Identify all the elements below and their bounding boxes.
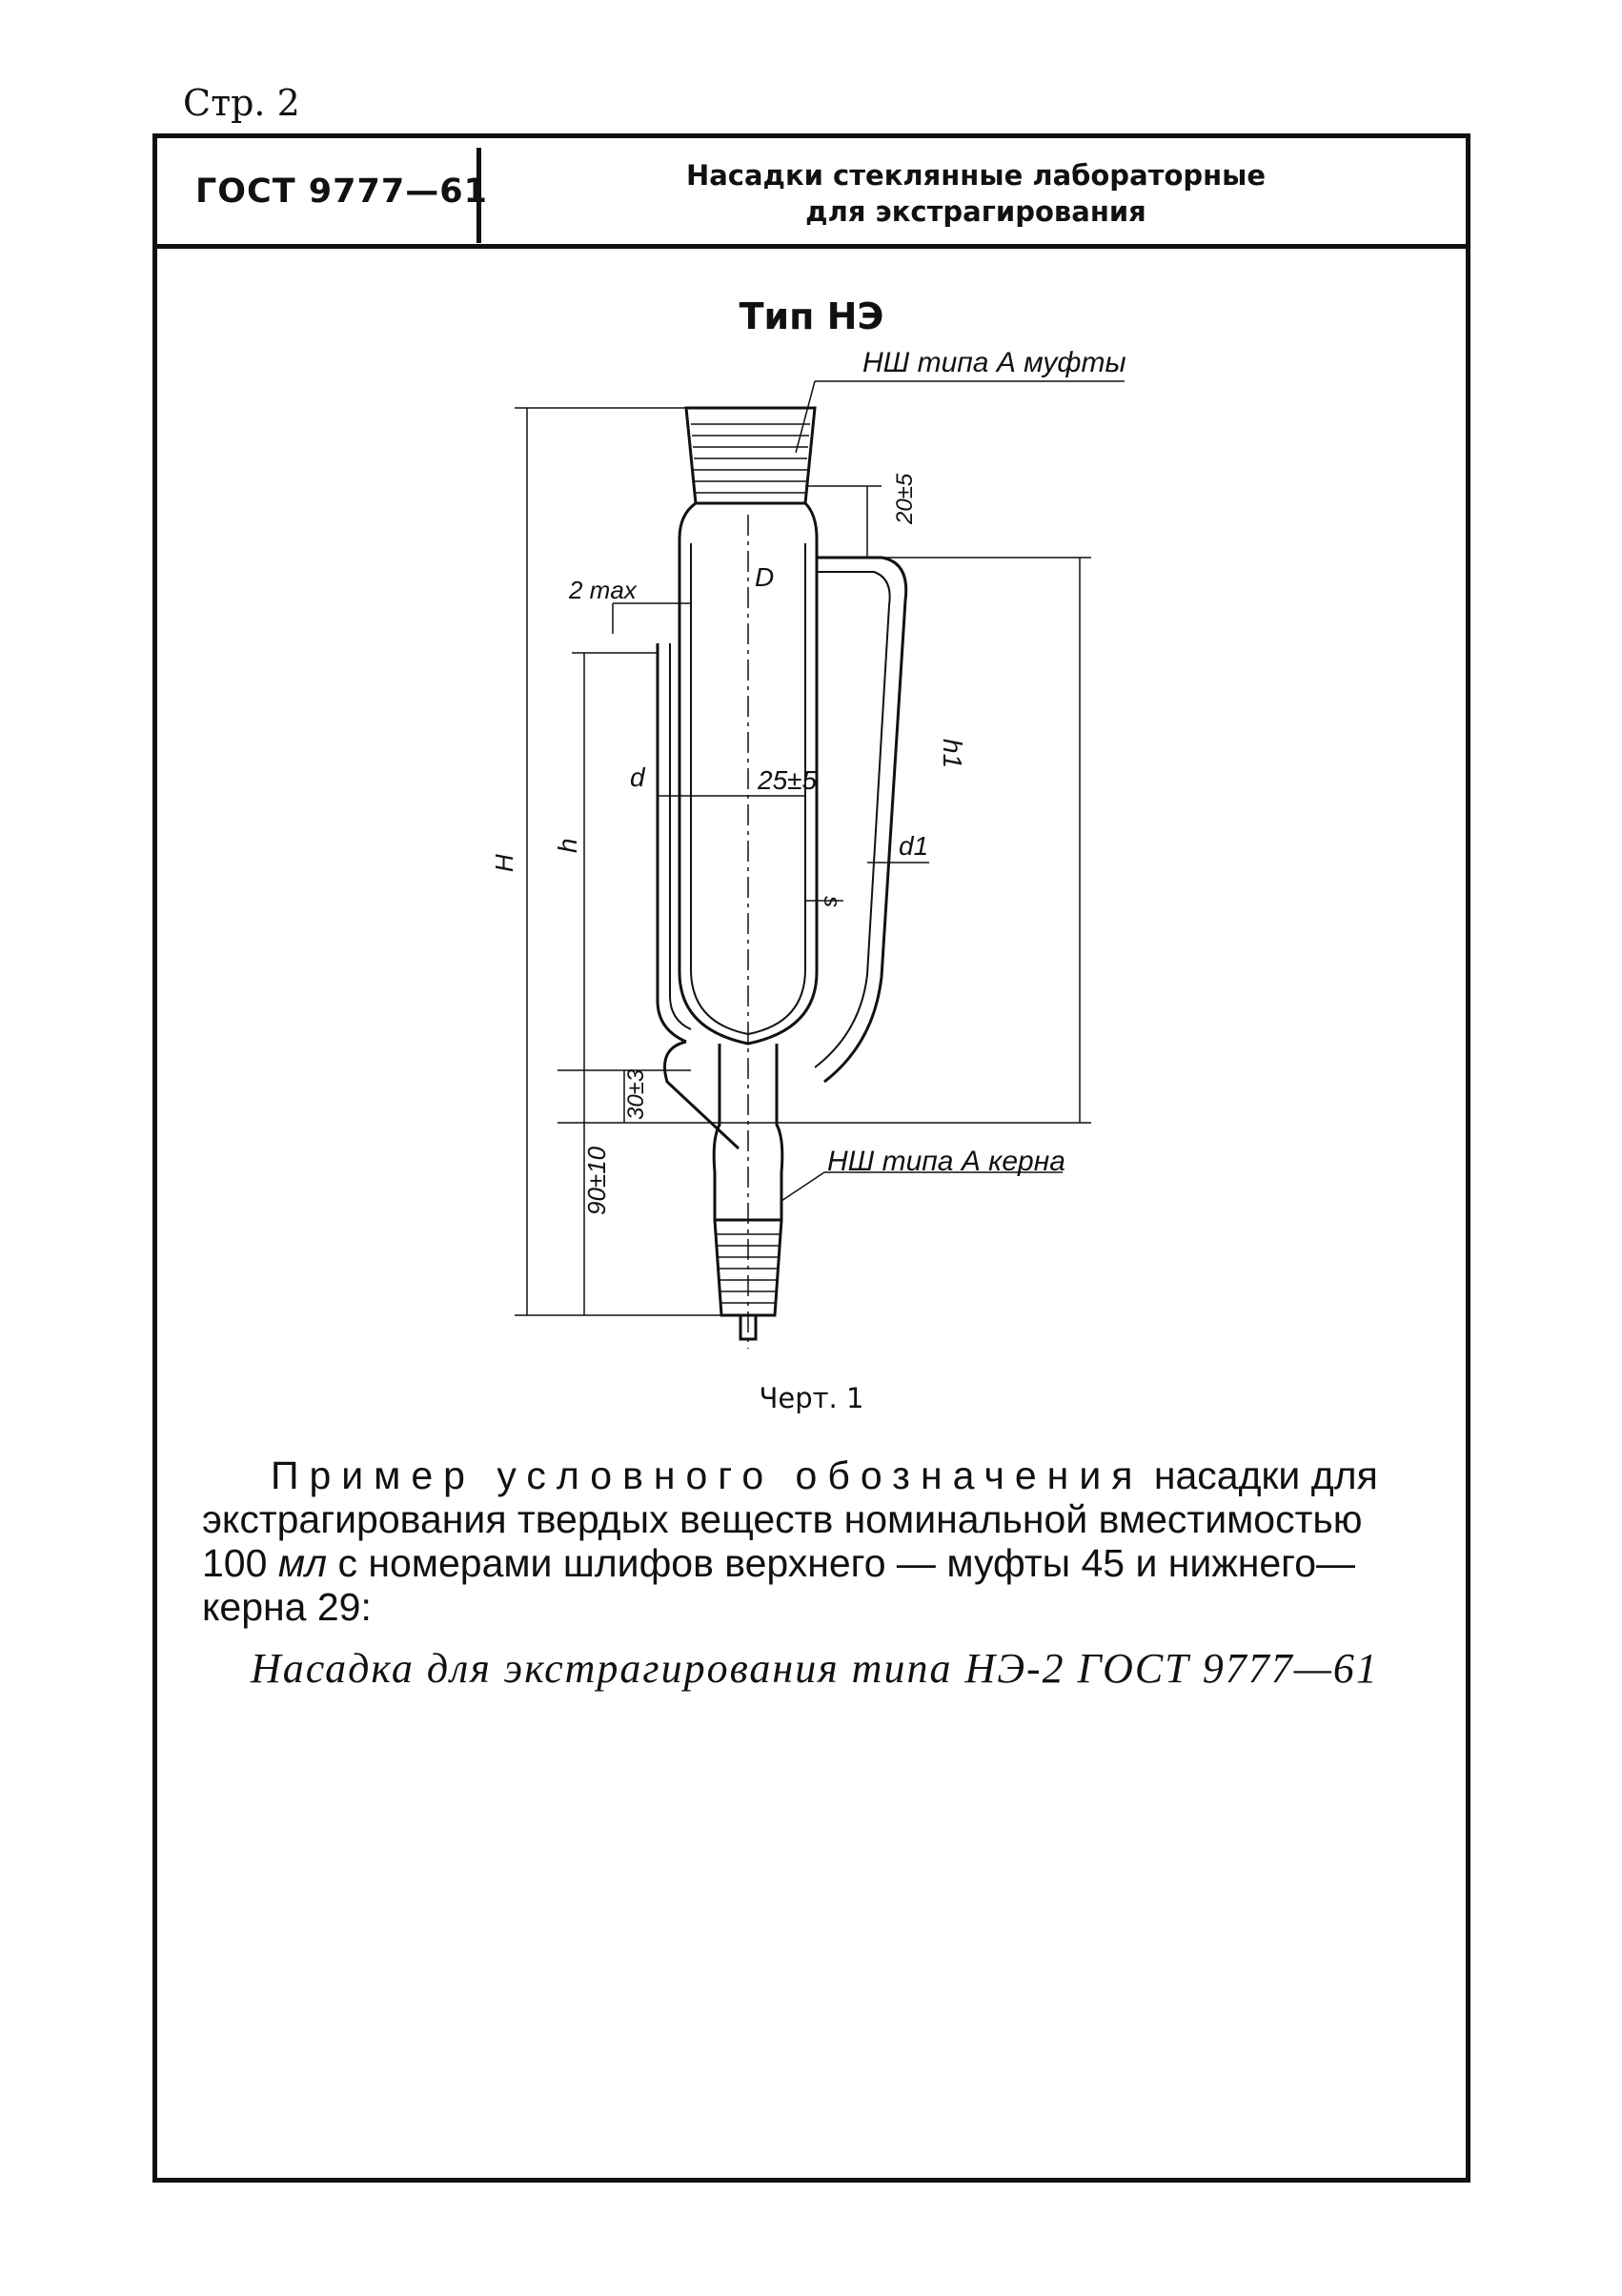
standard-code: ГОСТ 9777—61 <box>195 173 488 211</box>
figure-type-title: Тип НЭ <box>739 295 884 337</box>
label-h: h <box>553 838 582 853</box>
designation-example: Насадка для экстрагирования типа НЭ-2 ГО… <box>251 1645 1379 1692</box>
text-volume: 100 <box>202 1541 278 1585</box>
label-30-3: 30±3 <box>623 1068 649 1120</box>
technical-drawing: НШ типа А муфты НШ типа А керна 2 max D … <box>490 347 1126 1349</box>
title-line-2: для экстрагирования <box>805 195 1146 228</box>
example-lead: Пример условного обозначения <box>271 1453 1144 1497</box>
label-bottom-joint: НШ типа А керна <box>827 1146 1065 1177</box>
title-line-1: Насадки стеклянные лабораторные <box>685 159 1267 192</box>
label-h1: h1 <box>938 739 967 768</box>
text-joints: с номерами шлифов верхнего — муфты 45 и … <box>327 1541 1356 1585</box>
side-arm-outer <box>817 556 908 1084</box>
siphon-inner <box>669 643 692 1030</box>
label-d1: d1 <box>899 831 928 861</box>
label-top-joint: НШ типа А муфты <box>862 347 1126 378</box>
text-line-2: экстрагирования твердых веществ номиналь… <box>202 1497 1363 1541</box>
siphon-outer <box>656 643 687 1044</box>
label-d: d <box>630 762 646 792</box>
label-20-5: 20±5 <box>892 473 918 525</box>
text-unit: мл <box>277 1541 328 1585</box>
document-header: ГОСТ 9777—61 Насадки стеклянные лаборато… <box>157 138 1466 249</box>
page-number: Стр. 2 <box>183 82 300 124</box>
label-2max: 2 max <box>568 576 638 604</box>
top-joint-shape <box>684 406 817 505</box>
example-rest: насадки для <box>1143 1453 1378 1497</box>
document-title: Насадки стеклянные лабораторные для экст… <box>486 157 1466 230</box>
label-90-10: 90±10 <box>582 1146 611 1215</box>
text-line-1: Пример условного обозначения насадки для <box>202 1453 1441 1497</box>
label-s: s <box>819 896 844 907</box>
label-H: H <box>490 854 518 872</box>
header-divider <box>476 148 481 243</box>
label-D: D <box>755 562 774 592</box>
side-arm-inner <box>814 571 891 1068</box>
dimension-lines <box>515 380 1125 1316</box>
main-body-outer <box>678 501 819 1046</box>
body-text: Пример условного обозначения насадки для… <box>202 1453 1441 1629</box>
text-line-4: керна 29: <box>202 1585 372 1629</box>
label-25-5: 25±5 <box>757 765 818 795</box>
top-joint-hatching <box>691 423 810 494</box>
document-frame: ГОСТ 9777—61 Насадки стеклянные лаборато… <box>152 133 1470 2183</box>
figure-caption: Черт. 1 <box>759 1382 864 1414</box>
siphon-lower <box>663 1040 740 1150</box>
text-line-3: 100 мл с номерами шлифов верхнего — муфт… <box>202 1541 1441 1585</box>
